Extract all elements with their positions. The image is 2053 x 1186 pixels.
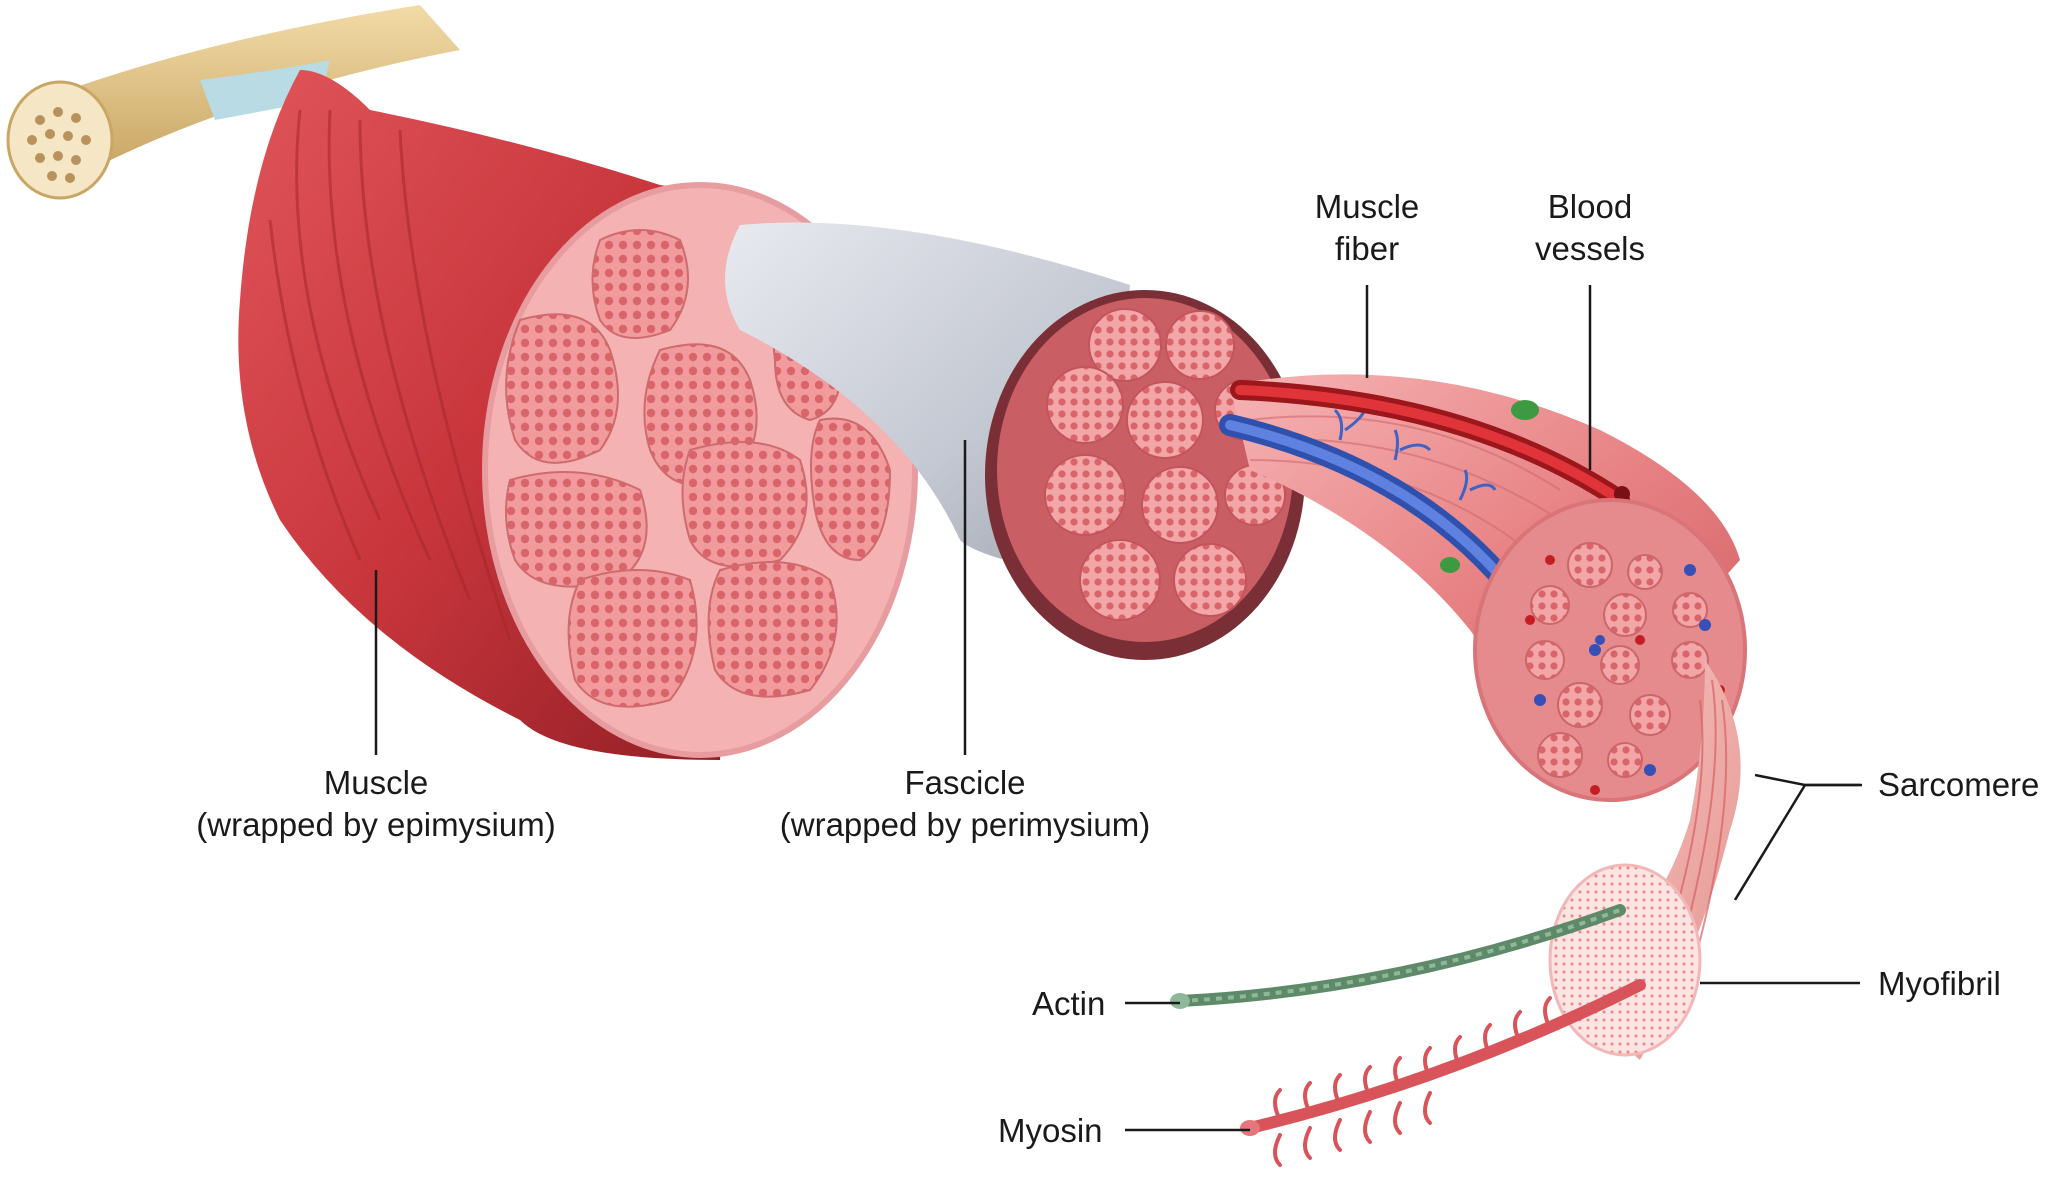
- label-fascicle-line2: (wrapped by perimysium): [779, 806, 1151, 843]
- muscle-fascicles: [505, 229, 892, 708]
- label-fascicle-line1: Fascicle: [904, 764, 1026, 801]
- label-muscle-line1: Muscle: [323, 764, 429, 801]
- fascicle: [725, 222, 1305, 660]
- label-muscle-fiber-line2: fiber: [1334, 230, 1400, 267]
- muscle-fiber: [1219, 374, 1747, 802]
- nerve-node: [1511, 400, 1539, 420]
- label-muscle: Muscle (wrapped by epimysium): [176, 762, 576, 846]
- label-muscle-line2: (wrapped by epimysium): [196, 806, 556, 843]
- label-blood-vessels: Blood vessels: [1490, 186, 1690, 270]
- label-blood-vessels-line2: vessels: [1534, 230, 1646, 267]
- label-blood-vessels-line1: Blood: [1547, 188, 1633, 225]
- myosin-filament: [1240, 979, 1646, 1167]
- label-muscle-fiber: Muscle fiber: [1267, 186, 1467, 270]
- label-muscle-fiber-line1: Muscle: [1314, 188, 1420, 225]
- label-myosin: Myosin: [998, 1112, 1103, 1149]
- label-sarcomere: Sarcomere: [1878, 766, 2040, 803]
- label-actin: Actin: [1032, 985, 1106, 1022]
- muscle-body: [238, 70, 918, 760]
- label-myofibril: Myofibril: [1878, 965, 2001, 1002]
- myofibrils-cross-section: [1525, 542, 1709, 778]
- leader-lines: [374, 285, 1862, 1132]
- leader-sarcomere-b: [1733, 784, 1807, 901]
- label-fascicle: Fascicle (wrapped by perimysium): [760, 762, 1170, 846]
- leader-sarcomere-a: [1754, 773, 1860, 787]
